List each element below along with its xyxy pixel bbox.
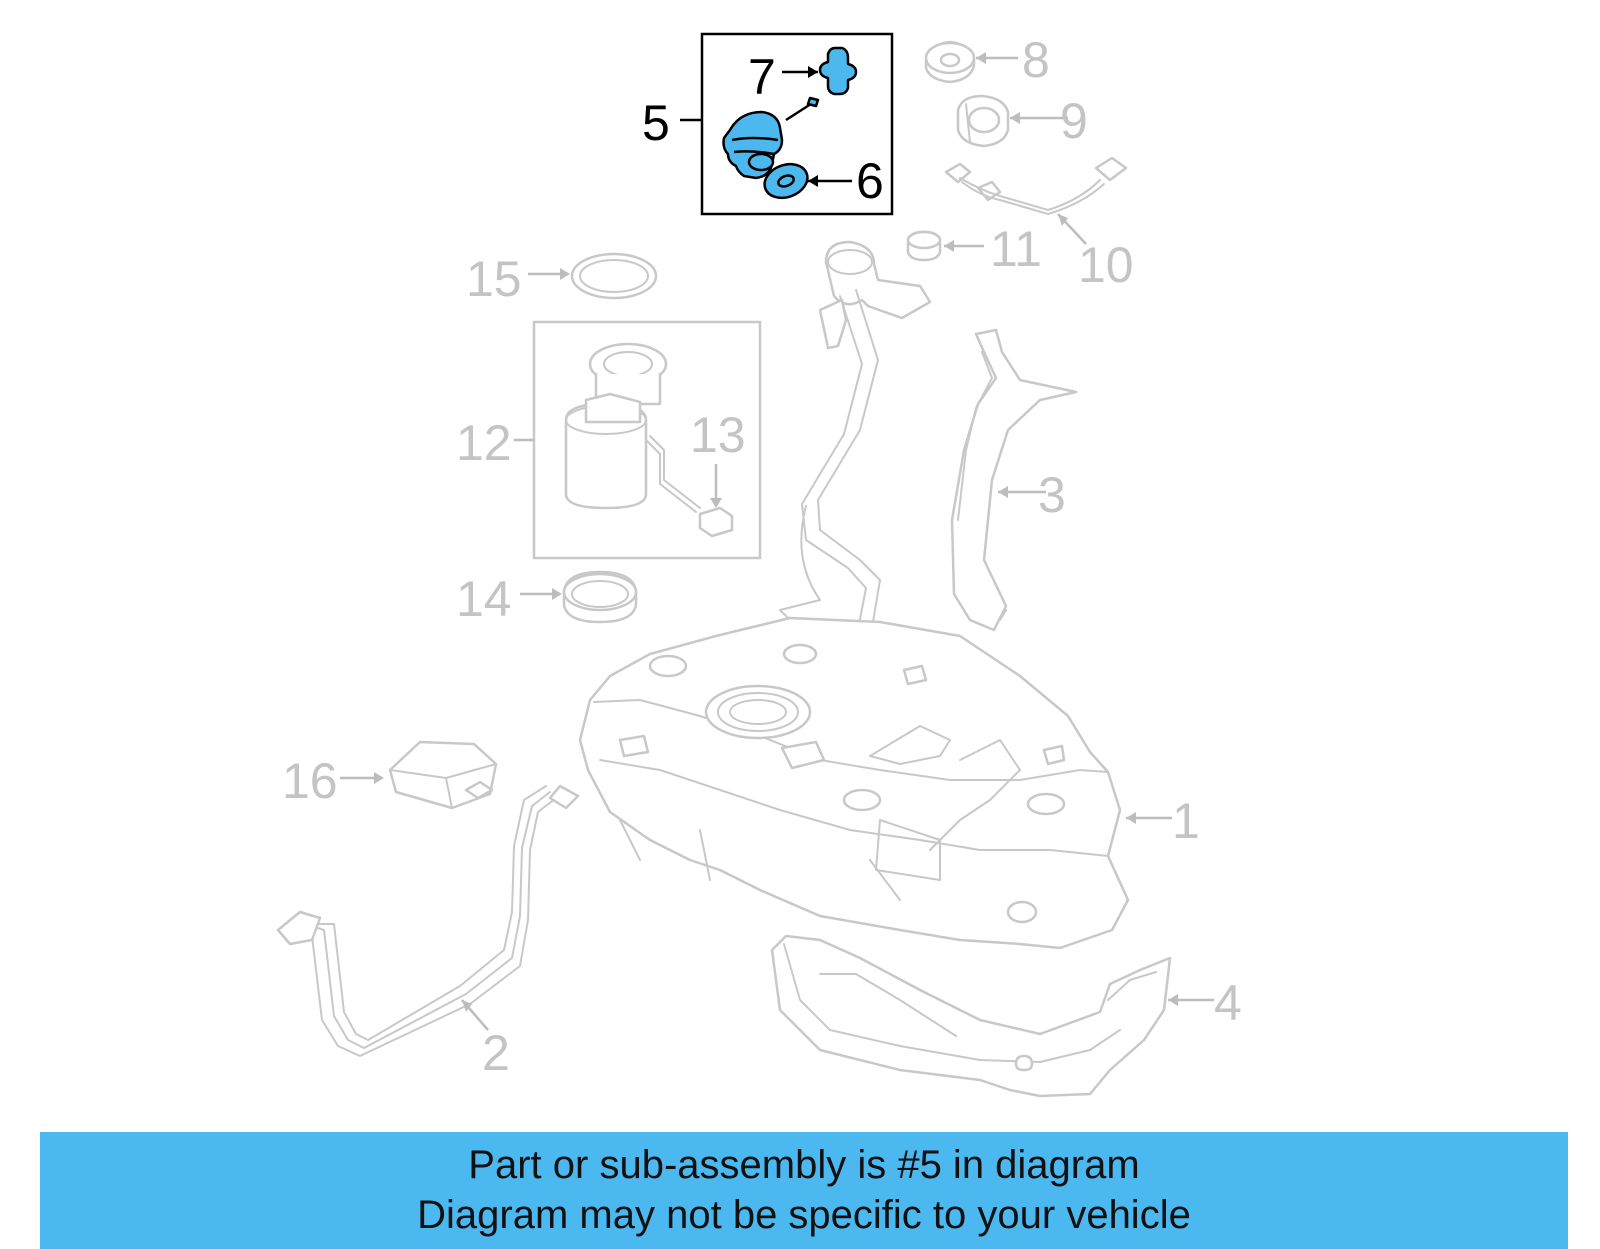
callout-6: 6 bbox=[856, 153, 884, 209]
banner-line-disclaimer: Diagram may not be specific to your vehi… bbox=[417, 1193, 1191, 1237]
part-11-bushing[interactable]: 11 bbox=[906, 221, 1042, 277]
part-5-check-valve[interactable] bbox=[722, 96, 820, 180]
part-4-underbody-shield[interactable]: 4 bbox=[770, 934, 1242, 1098]
callout-16: 16 bbox=[282, 753, 338, 809]
callout-1: 1 bbox=[1172, 793, 1200, 849]
arrow-6 bbox=[808, 175, 818, 187]
part-1-fuel-tank[interactable]: 1 bbox=[578, 616, 1200, 950]
part-6-seal[interactable] bbox=[760, 158, 812, 203]
part-9-clamp[interactable]: 9 bbox=[956, 93, 1088, 149]
banner-line-part-number: Part or sub-assembly is #5 in diagram bbox=[468, 1143, 1140, 1187]
callout-9: 9 bbox=[1060, 93, 1088, 149]
part-2-tank-strap[interactable]: 2 bbox=[276, 784, 580, 1081]
callout-11: 11 bbox=[990, 221, 1042, 277]
part-14-seal-ring[interactable]: 14 bbox=[456, 570, 638, 627]
part-10-harness[interactable]: 10 bbox=[944, 156, 1134, 293]
highlighted-assembly-5[interactable]: 7 6 5 bbox=[642, 32, 894, 216]
callout-14: 14 bbox=[456, 571, 512, 627]
part-3-heat-shield[interactable]: 3 bbox=[950, 328, 1078, 632]
callout-15: 15 bbox=[466, 251, 522, 307]
part-8-grommet[interactable]: 8 bbox=[924, 32, 1050, 88]
callout-13: 13 bbox=[690, 407, 746, 463]
callout-5: 5 bbox=[642, 95, 670, 151]
callout-10: 10 bbox=[1078, 237, 1134, 293]
part-12-fuel-pump-module[interactable]: 12 13 bbox=[456, 320, 762, 560]
callout-3: 3 bbox=[1038, 467, 1066, 523]
part-16-control-module[interactable]: 16 bbox=[282, 740, 498, 810]
callout-7: 7 bbox=[748, 49, 776, 105]
callout-12: 12 bbox=[456, 415, 512, 471]
part-15-lock-ring[interactable]: 15 bbox=[466, 251, 658, 307]
filler-neck-pipe[interactable] bbox=[779, 240, 932, 701]
part-7-connector[interactable] bbox=[818, 46, 858, 96]
callout-4: 4 bbox=[1214, 975, 1242, 1031]
callout-8: 8 bbox=[1022, 32, 1050, 88]
arrow-7 bbox=[808, 66, 818, 78]
info-banner: Part or sub-assembly is #5 in diagram Di… bbox=[40, 1132, 1568, 1249]
callout-2: 2 bbox=[482, 1025, 510, 1081]
